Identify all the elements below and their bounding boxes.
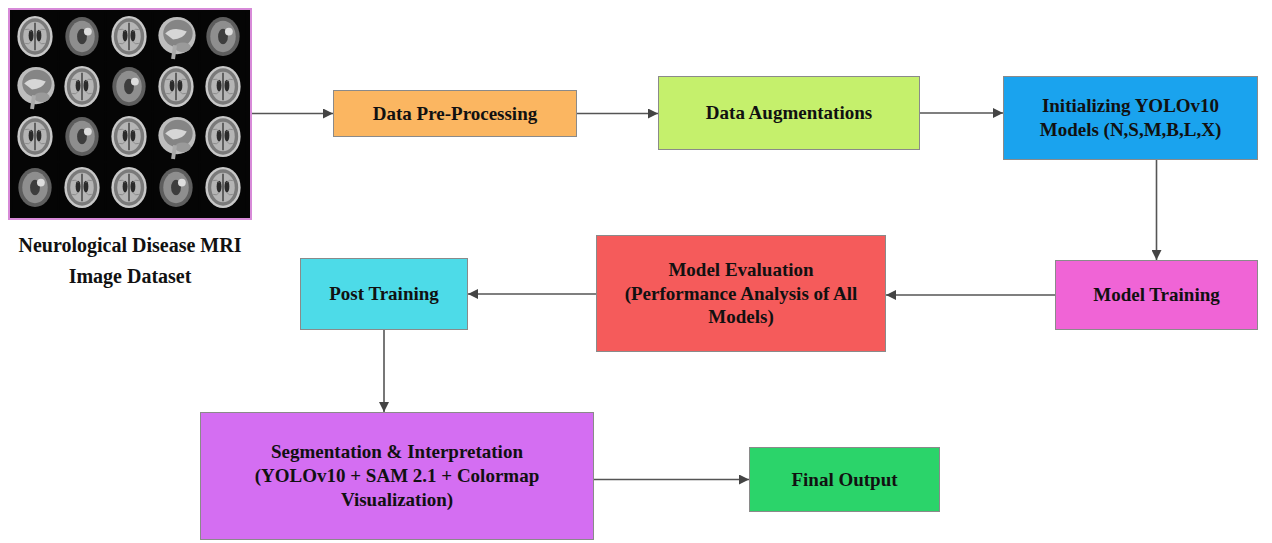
dataset-caption: Neurological Disease MRI Image Dataset (4, 230, 256, 292)
process-box: Final Output (749, 447, 940, 512)
box-label: Final Output (791, 468, 897, 492)
flow-arrow (577, 113, 658, 115)
process-box: Segmentation & Interpretation (YOLOv10 +… (200, 412, 594, 540)
process-box: Model Evaluation (Performance Analysis o… (596, 235, 886, 352)
process-box: Post Training (300, 258, 468, 330)
flow-arrow (920, 112, 1003, 114)
box-label: Initializing YOLOv10 Models (N,S,M,B,L,X… (1016, 94, 1245, 142)
box-label: Segmentation & Interpretation (YOLOv10 +… (246, 440, 548, 511)
box-label: Model Training (1093, 283, 1220, 307)
flow-arrow (594, 479, 749, 481)
box-label: Data Augmentations (706, 101, 872, 125)
process-box: Data Augmentations (658, 76, 920, 150)
process-box: Data Pre-Processing (333, 90, 577, 137)
process-box: Initializing YOLOv10 Models (N,S,M,B,L,X… (1003, 76, 1258, 160)
process-box: Model Training (1055, 260, 1258, 330)
box-label: Model Evaluation (Performance Analysis o… (617, 258, 865, 329)
flow-arrow (468, 293, 596, 295)
flow-arrow (252, 113, 333, 115)
box-label: Post Training (329, 282, 439, 306)
image-dataset: Neurological Disease MRI Image Dataset (8, 8, 252, 220)
flow-arrow (1156, 160, 1158, 260)
box-label: Data Pre-Processing (373, 102, 537, 126)
flow-arrow (886, 294, 1055, 296)
flow-arrow (383, 330, 385, 412)
